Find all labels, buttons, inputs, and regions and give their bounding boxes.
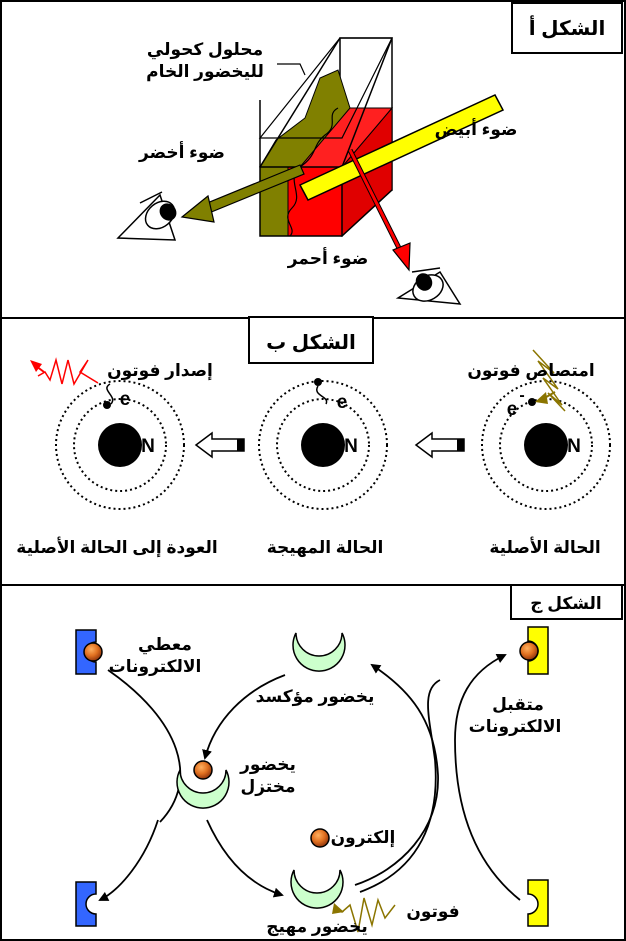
electron-acceptor-full xyxy=(519,626,549,675)
acceptor-label-line1: متقبل xyxy=(492,695,544,714)
red-light-beam xyxy=(347,148,411,272)
electron-charge: - xyxy=(519,387,524,404)
atom-return: N e xyxy=(30,357,185,510)
donor-label-line2: الالكترونات xyxy=(109,657,202,677)
nucleus-symbol: N xyxy=(344,436,358,457)
electron-symbol: e xyxy=(337,392,348,413)
eye-icon xyxy=(395,267,462,305)
state-ground-label: الحالة الأصلية xyxy=(489,537,600,557)
state-excited-label: الحالة المهيجة xyxy=(267,538,384,558)
electron-symbol: e xyxy=(120,389,131,410)
hollow-arrow-icon xyxy=(194,431,245,459)
electron-label: إلكترون xyxy=(331,828,396,848)
eye-icon xyxy=(116,191,177,241)
solution-label-line1: محلول كحولي xyxy=(147,40,263,60)
green-light-beam xyxy=(180,164,305,223)
electron xyxy=(528,398,536,406)
nucleus xyxy=(301,423,345,467)
photon-label: فوتون xyxy=(406,902,459,922)
solution-label-line2: لليخضور الخام xyxy=(146,62,264,82)
white-light-label: ضوء أبيض xyxy=(435,118,518,140)
photon-wave-icon xyxy=(335,897,396,933)
nucleus-symbol: N xyxy=(141,436,155,457)
panel-a-title-box xyxy=(511,2,623,54)
electron-dot xyxy=(193,760,213,780)
panel-a-title: الشكل أ xyxy=(529,14,606,40)
electron-dot xyxy=(310,828,330,848)
chlorophyll-reduced xyxy=(176,760,230,809)
green-light-label: ضوء أخضر xyxy=(138,141,225,163)
chlorophyll-oxidized xyxy=(292,632,346,672)
electron-acceptor-empty xyxy=(527,879,549,927)
electron-symbol: e xyxy=(507,399,518,420)
white-light-beam xyxy=(298,94,505,201)
reduced-chlorophyll-line2: مختزل xyxy=(240,777,295,797)
electron xyxy=(103,401,111,409)
state-return-label: العودة إلى الحالة الأصلية xyxy=(16,537,217,558)
reduced-chlorophyll-line1: يخضور xyxy=(239,755,296,775)
panel-b-title: الشكل ب xyxy=(266,332,356,354)
panel-b: الشكل ب N e - N e xyxy=(16,316,611,558)
chlorophyll-excited xyxy=(290,869,344,909)
nucleus xyxy=(524,423,568,467)
panel-c-title: الشكل ج xyxy=(530,594,602,614)
cycle-arrows xyxy=(98,654,521,901)
red-light-label: ضوء أحمر xyxy=(287,247,369,269)
panel-b-title-box xyxy=(248,316,374,364)
photon-wave-icon xyxy=(37,357,99,386)
oxidized-chlorophyll-label: يخضور مؤكسد xyxy=(256,687,375,707)
electron-dot xyxy=(83,642,103,662)
panel-c: الشكل ج xyxy=(75,584,623,937)
atom-ground: N e - xyxy=(481,349,611,510)
electron-donor-empty xyxy=(75,881,97,927)
excited-chlorophyll-label: يخضور مهيج xyxy=(266,917,368,937)
absorb-photon-label: امتصاص فوتون xyxy=(467,361,594,381)
cuvette xyxy=(258,37,394,238)
solution-pointer xyxy=(277,63,306,76)
donor-label-line1: معطي xyxy=(138,635,192,655)
nucleus xyxy=(98,423,142,467)
panel-a: الشكل أ xyxy=(116,2,623,305)
electron-donor-full xyxy=(75,629,103,675)
hollow-arrow-icon xyxy=(414,431,465,459)
acceptor-label-line2: الالكترونات xyxy=(469,717,562,737)
electron xyxy=(314,378,322,386)
nucleus-symbol: N xyxy=(567,436,581,457)
electron-dot xyxy=(519,641,539,661)
emit-photon-label: إصدار فوتون xyxy=(107,361,213,381)
panel-c-title-box xyxy=(510,584,623,620)
atom-excited: N e xyxy=(258,378,388,510)
